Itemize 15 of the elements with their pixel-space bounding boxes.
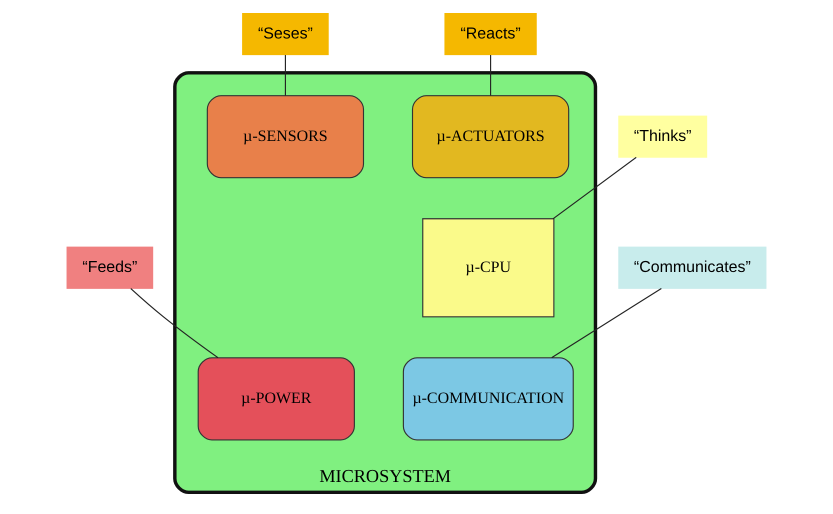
node-box: “Feeds” (66, 246, 154, 288)
node-box: µ-POWER (198, 356, 355, 440)
node-box: “Thinks” (618, 115, 708, 158)
node-box: µ-COMMUNICATION (402, 356, 574, 440)
node-box: µ-SENSORS (206, 94, 364, 178)
connector (130, 288, 218, 358)
node-box: “Communicates” (618, 246, 766, 288)
connector (490, 54, 492, 95)
node-box: µ-ACTUATORS (412, 94, 570, 178)
node-box: “Seses” (242, 12, 329, 55)
connector (551, 287, 662, 358)
node-box: “Reacts” (444, 12, 537, 55)
connector (284, 54, 286, 95)
node-box: µ-CPU (422, 218, 554, 317)
connector (552, 156, 637, 219)
